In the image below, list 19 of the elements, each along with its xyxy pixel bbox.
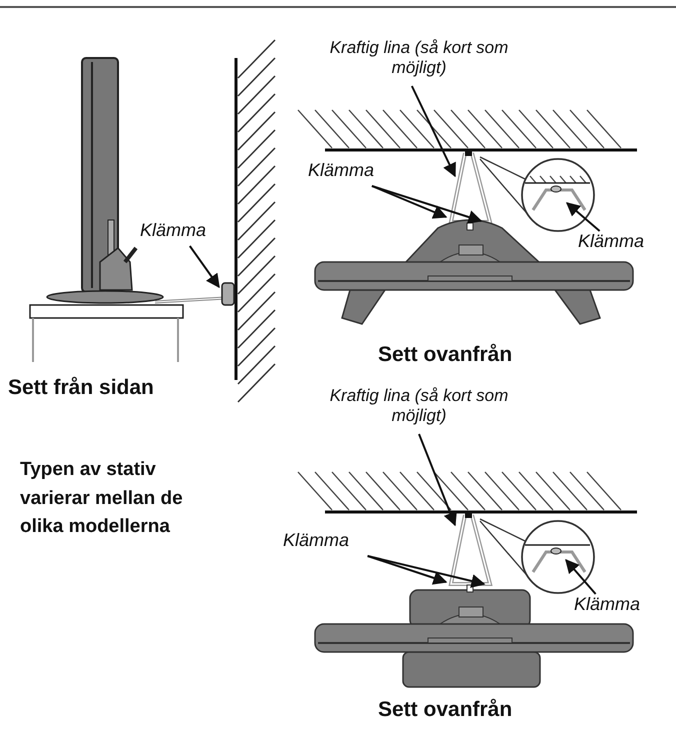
view-caption: Sett ovanfrån	[378, 697, 514, 722]
callout-text: Kraftig lina (så kort som möjligt)	[300, 38, 538, 79]
callout-text: Kraftig lina (så kort som möjligt)	[300, 386, 538, 427]
note-text: Typen av stativ varierar mellan de olika modellerna	[20, 458, 184, 539]
callout-text: Klämma	[283, 530, 377, 552]
leader-arrow	[418, 434, 457, 526]
view-caption: Sett från sidan	[8, 375, 155, 400]
callout-text: Klämma	[308, 160, 402, 182]
leader-arrow	[367, 555, 448, 585]
leader-arrow	[372, 185, 482, 224]
leader-arrow	[566, 202, 600, 232]
callout-text: Klämma	[574, 594, 668, 616]
leader-arrow	[410, 86, 456, 178]
leader-arrow	[372, 185, 448, 219]
view-caption: Sett ovanfrån	[378, 342, 514, 368]
leader-arrow	[189, 245, 220, 288]
callout-text: Klämma	[140, 220, 234, 242]
callout-text: Klämma	[578, 231, 672, 253]
leader-arrow	[367, 555, 486, 588]
